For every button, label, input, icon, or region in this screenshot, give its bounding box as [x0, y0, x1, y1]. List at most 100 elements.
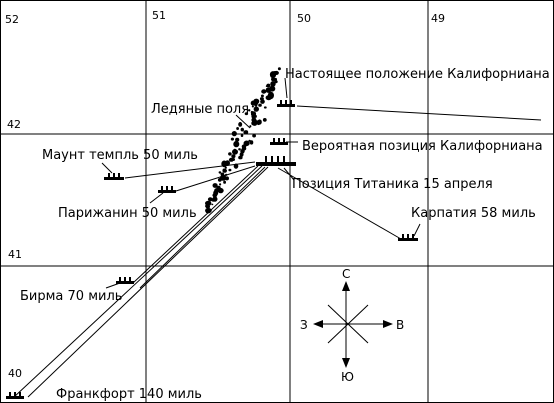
- route-birma-b: [139, 166, 266, 289]
- ice-floe: [256, 120, 261, 126]
- ice-floe: [239, 152, 244, 157]
- ice-floe: [260, 94, 264, 98]
- ice-floe: [260, 99, 265, 104]
- ice-floe: [252, 134, 256, 138]
- ship-carpathia-icon: [398, 234, 418, 241]
- label-titanic: Позиция Титаника 15 апреля: [292, 177, 493, 192]
- ice-floe: [218, 171, 222, 174]
- ice-floe: [254, 104, 258, 107]
- ice-floe: [269, 71, 277, 79]
- ice-floe: [270, 81, 276, 87]
- latitude-label-42: 42: [7, 118, 21, 131]
- compass-west-arrow-icon: [313, 320, 323, 328]
- ice-floe: [231, 154, 236, 159]
- ice-floe: [248, 139, 251, 142]
- compass-north-label: С: [342, 267, 350, 281]
- label-frankfurt: Франкфорт 140 миль: [56, 387, 202, 402]
- ice-floe: [217, 178, 222, 182]
- ice-floe: [211, 203, 214, 206]
- ice-floe: [253, 106, 259, 112]
- compass-west-label: З: [300, 318, 308, 332]
- ice-floe: [230, 137, 234, 141]
- ice-floe: [231, 131, 237, 137]
- ice-floe: [251, 105, 254, 108]
- ice-floe: [224, 166, 227, 169]
- ice-floe: [248, 109, 251, 112]
- ice-floe: [244, 130, 249, 135]
- label-californian-probable: Вероятная позиция Калифорниана: [302, 139, 543, 154]
- leader-ice-fields: [235, 114, 251, 129]
- compass-east-arrow-icon: [383, 320, 393, 328]
- ice-floe: [236, 127, 240, 130]
- route-mount-temple: [124, 161, 256, 179]
- ice-floe: [265, 85, 269, 88]
- ice-floe: [254, 114, 257, 118]
- compass-south-label: Ю: [341, 370, 354, 384]
- compass-north-arrow-icon: [342, 281, 350, 291]
- leader-parisian: [149, 192, 164, 204]
- label-californian-actual: Настоящее положение Калифорниана: [285, 67, 550, 82]
- compass-rose: [313, 281, 393, 368]
- label-carpathia: Карпатия 58 миль: [411, 206, 536, 221]
- ice-floe: [271, 77, 276, 82]
- route-carpathia: [277, 167, 402, 240]
- ice-floe: [238, 122, 243, 127]
- ship-frankfurt-icon: [6, 392, 24, 399]
- ice-floe: [232, 149, 238, 155]
- ice-floe: [240, 134, 244, 138]
- ship-parisian-icon: [158, 186, 176, 193]
- compass-diagonal-b: [327, 304, 369, 344]
- ice-floe: [258, 103, 262, 107]
- label-mount-temple: Маунт темпль 50 миль: [42, 148, 198, 163]
- longitude-label-52: 52: [5, 13, 19, 26]
- route-frankfurt-b: [27, 166, 269, 398]
- ice-floe: [250, 110, 254, 114]
- latitude-label-41: 41: [8, 248, 22, 261]
- longitude-label-49: 49: [431, 12, 445, 25]
- leader-californian-actual: [284, 77, 288, 99]
- ship-mount-temple-icon: [104, 173, 124, 180]
- ice-floe: [244, 112, 249, 116]
- ice-floe: [249, 125, 252, 128]
- ice-floe: [252, 121, 258, 126]
- ice-floe: [261, 89, 267, 94]
- ice-floe: [207, 197, 213, 202]
- ice-floe: [262, 118, 267, 122]
- route-californian-actual: [296, 105, 542, 121]
- route-parisian: [175, 165, 256, 192]
- ice-floe: [228, 168, 232, 172]
- route-frankfurt-a: [13, 165, 263, 398]
- compass-east-label: В: [396, 318, 404, 332]
- label-parisian: Парижанин 50 миль: [58, 206, 197, 221]
- leader-carpathia: [413, 223, 421, 237]
- ice-floe: [265, 87, 272, 93]
- ice-floe: [211, 199, 215, 202]
- label-birma: Бирма 70 миль: [20, 289, 122, 304]
- latitude-label-40: 40: [8, 367, 22, 380]
- ice-floe: [212, 183, 218, 188]
- ice-floe: [250, 100, 256, 106]
- ice-floe: [228, 152, 232, 156]
- route-lines: [13, 105, 542, 398]
- ice-floe: [263, 106, 267, 109]
- longitude-label-50: 50: [297, 12, 311, 25]
- ice-floe: [240, 127, 244, 132]
- ice-floe: [251, 113, 256, 119]
- route-birma-a: [132, 165, 259, 284]
- label-ice-fields: Ледяные поля: [151, 102, 249, 117]
- ice-floe: [219, 183, 222, 186]
- ice-floe: [212, 194, 216, 197]
- ice-floe: [223, 180, 227, 184]
- compass-south-arrow-icon: [342, 358, 350, 368]
- ice-floe: [235, 137, 240, 142]
- ice-floe: [224, 176, 229, 181]
- ship-californian-probable-icon: [270, 138, 288, 145]
- ship-titanic-icon: [256, 156, 296, 166]
- ship-birma-icon: [116, 277, 134, 284]
- leader-mount-temple: [101, 162, 113, 174]
- ice-floe: [217, 187, 224, 194]
- ice-floe: [205, 205, 210, 209]
